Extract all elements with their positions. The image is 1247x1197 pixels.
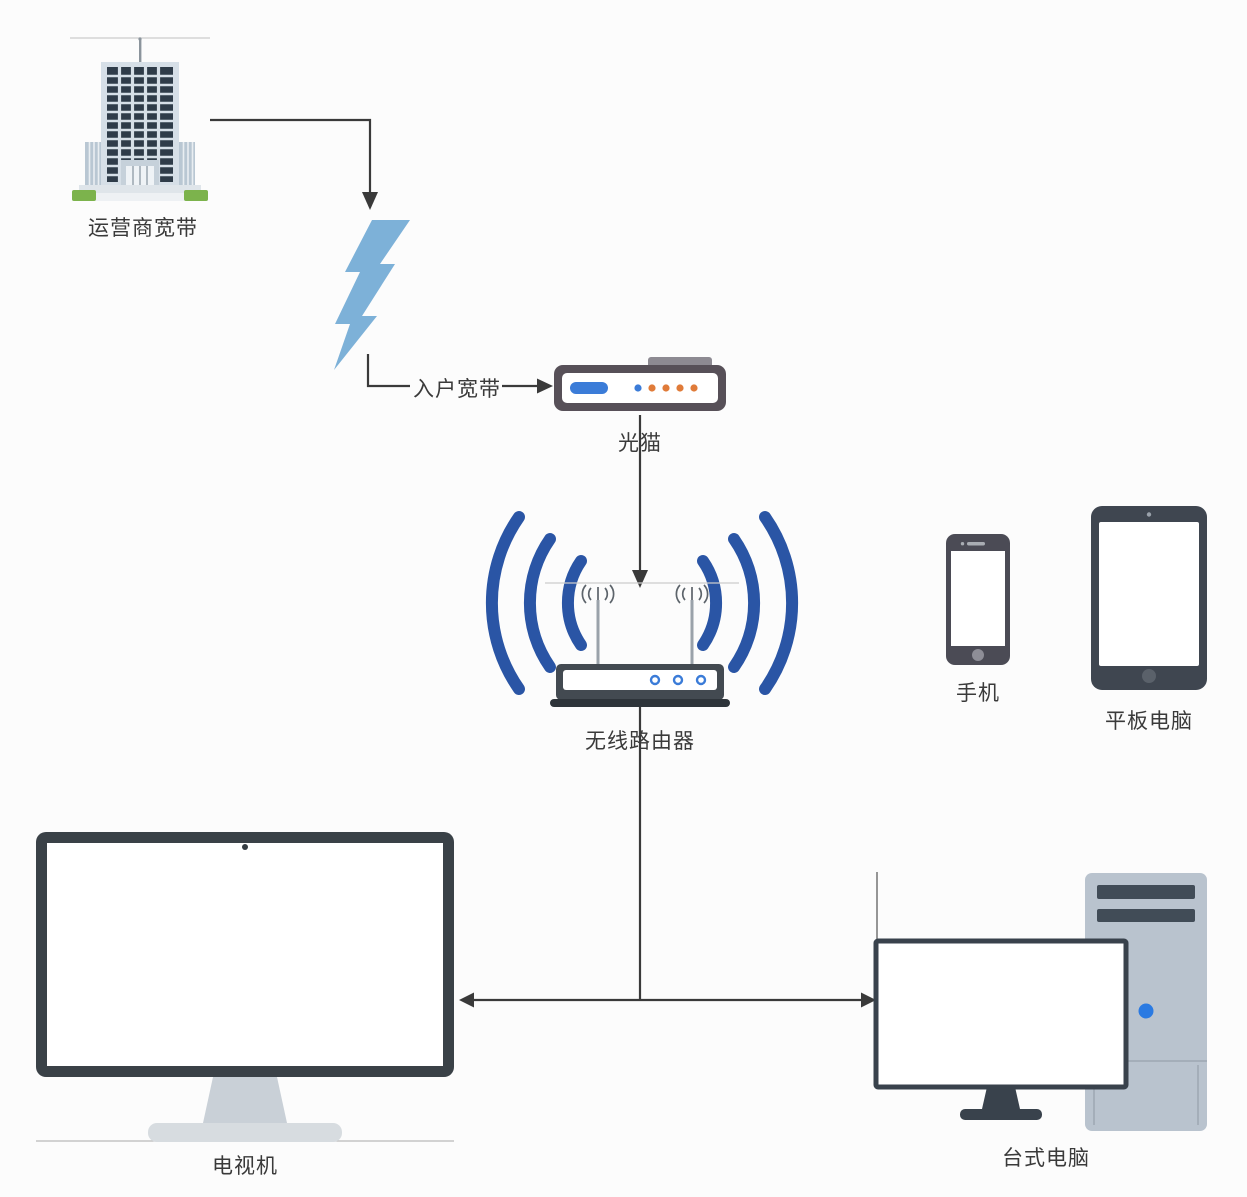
tablet-home-button [1142, 669, 1156, 683]
building-antenna [139, 39, 142, 64]
wifi-waves-icon [485, 511, 799, 695]
desktop-computer-icon [873, 873, 1207, 1131]
arrowhead-right-modem [537, 378, 553, 394]
pc-monitor-base [960, 1109, 1042, 1120]
arrowhead-down-lightning [362, 192, 378, 210]
pc-monitor [873, 938, 1129, 1090]
access-link-label: 入户宽带 [410, 373, 502, 403]
edge-router-split [474, 703, 861, 1002]
pc-power-button [1138, 1003, 1154, 1019]
phone-speaker [967, 542, 985, 546]
tablet-camera [1146, 512, 1152, 517]
desktop-label: 台式电脑 [1002, 1147, 1090, 1170]
modem-indicator-lights [634, 384, 698, 392]
smartphone-icon [946, 534, 1010, 665]
modem-status-bar [570, 382, 608, 394]
isp-label: 运营商宽带 [88, 217, 198, 240]
router-label: 无线路由器 [585, 730, 695, 753]
antenna-signal-marks [581, 584, 709, 604]
phone-label: 手机 [956, 682, 1000, 705]
lightning-bolt-icon [334, 220, 410, 370]
phone-screen [951, 551, 1005, 646]
pc-drive-bay-1 [1097, 885, 1195, 899]
arrowhead-right-desktop [861, 992, 876, 1008]
arrowhead-down-router [632, 570, 648, 588]
pc-monitor-neck [982, 1087, 1020, 1109]
router-ports [649, 674, 707, 686]
tv-screen [47, 843, 443, 1066]
building-base [79, 185, 201, 194]
phone-camera [960, 542, 965, 546]
bush-left [72, 190, 96, 201]
modem-label: 光猫 [618, 432, 662, 455]
tablet-label: 平板电脑 [1105, 710, 1193, 733]
tv-label: 电视机 [212, 1155, 278, 1178]
phone-home-button [972, 649, 984, 661]
office-building-icon [70, 37, 210, 201]
tablet-screen [1099, 522, 1199, 666]
tablet-icon [1091, 506, 1207, 690]
pc-drive-bay-2 [1097, 909, 1195, 922]
router-base [550, 699, 730, 707]
tv-icon [36, 832, 454, 1142]
tv-stand-base [148, 1123, 342, 1142]
tv-stand-neck [203, 1077, 287, 1123]
wireless-router-icon [485, 511, 799, 707]
modem-icon [554, 357, 726, 411]
bush-right [184, 190, 208, 201]
tv-camera [242, 844, 248, 850]
edge-isp-to-lightning [210, 118, 372, 194]
arrowhead-left-tv [459, 992, 474, 1008]
router-antennas [596, 600, 694, 667]
